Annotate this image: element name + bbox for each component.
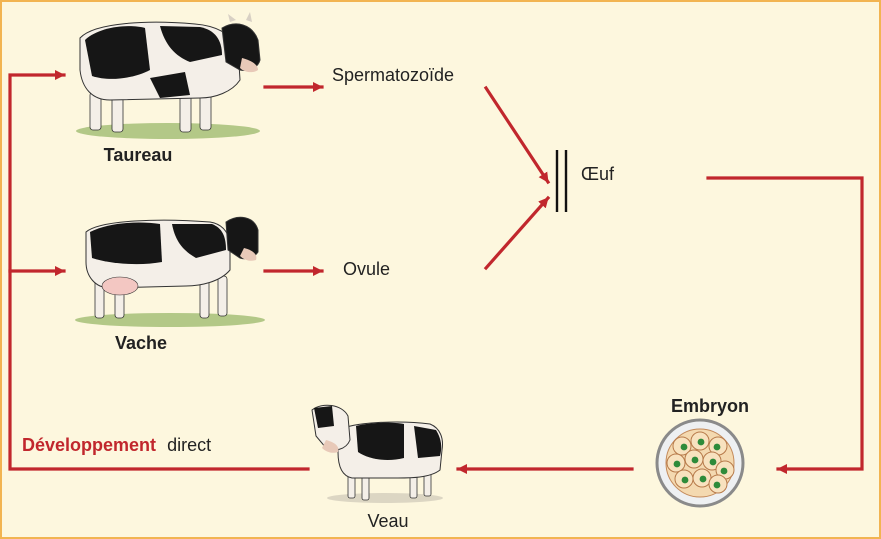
label-veau: Veau xyxy=(367,511,408,531)
label-direct: direct xyxy=(167,435,211,455)
label-developpement: Développement xyxy=(22,435,156,455)
label-embryon: Embryon xyxy=(671,396,749,416)
bull-illustration xyxy=(76,12,260,139)
label-spermatozoide: Spermatozoïde xyxy=(332,65,454,85)
label-developpement-direct: Développement direct xyxy=(22,435,211,455)
label-ovule: Ovule xyxy=(343,259,390,279)
fusion-icon xyxy=(557,150,566,212)
label-taureau: Taureau xyxy=(104,145,173,165)
arrow-spermatozoide-fusion xyxy=(486,88,548,182)
arrow-oeuf-embryon xyxy=(708,178,862,469)
arrow-ovule-fusion xyxy=(486,198,548,268)
embryo-cells-illustration xyxy=(657,420,743,506)
label-vache: Vache xyxy=(115,333,167,353)
calf-illustration xyxy=(312,405,443,503)
label-oeuf: Œuf xyxy=(581,164,615,184)
cow-illustration xyxy=(75,217,265,327)
